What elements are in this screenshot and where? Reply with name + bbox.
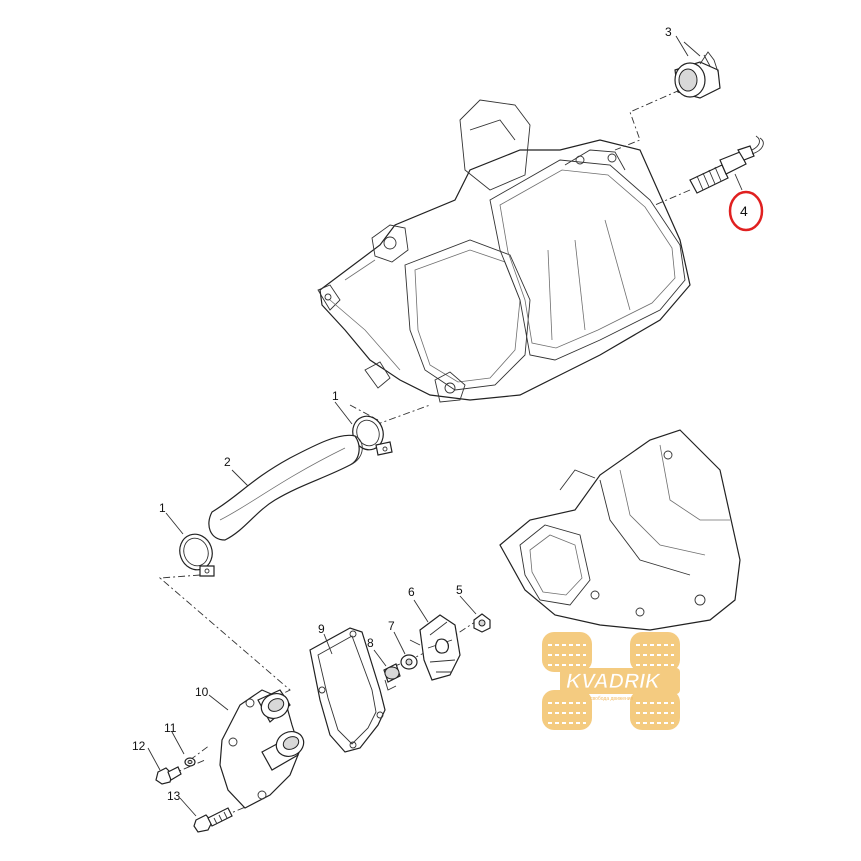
highlight-circle bbox=[728, 190, 764, 232]
label-part-13: 13 bbox=[167, 789, 181, 803]
watermark-logo: KVADRIK свобода движения bbox=[542, 632, 680, 730]
tire-bottom-left bbox=[542, 690, 592, 730]
highlighted-part-callout: 4 bbox=[728, 190, 764, 232]
tire-tread-icon bbox=[542, 632, 680, 730]
nut bbox=[473, 613, 491, 633]
small-washer bbox=[184, 757, 196, 767]
gasket bbox=[309, 627, 386, 753]
label-part-1-upper: 1 bbox=[332, 389, 339, 403]
mechanical-seal bbox=[383, 663, 401, 691]
label-part-6: 6 bbox=[408, 585, 415, 599]
label-part-10: 10 bbox=[195, 685, 209, 699]
logo-tagline-text: свобода движения bbox=[590, 696, 634, 702]
washer bbox=[400, 654, 418, 670]
tire-top-right bbox=[630, 632, 680, 672]
part-labels: 3 1 2 1 5 6 7 8 9 10 11 12 13 bbox=[132, 25, 672, 803]
flange-bolt bbox=[193, 807, 233, 833]
label-part-12: 12 bbox=[132, 739, 146, 753]
tire-top-left bbox=[542, 632, 592, 672]
label-part-5: 5 bbox=[456, 583, 463, 597]
label-part-11: 11 bbox=[164, 721, 177, 735]
label-part-1-lower: 1 bbox=[159, 501, 166, 515]
logo-banner bbox=[560, 668, 680, 694]
logo-brand-text: KVADRIK bbox=[566, 670, 662, 693]
thermostat-cap bbox=[674, 41, 721, 99]
label-part-4: 4 bbox=[740, 203, 748, 219]
label-part-3: 3 bbox=[665, 25, 672, 39]
label-part-2: 2 bbox=[224, 455, 231, 469]
temperature-sensor bbox=[689, 135, 764, 194]
label-part-7: 7 bbox=[388, 619, 395, 633]
label-part-8: 8 bbox=[367, 636, 374, 650]
water-pump-cover bbox=[219, 689, 305, 809]
impeller bbox=[409, 614, 461, 681]
drain-bolt bbox=[155, 766, 182, 785]
cylinder-head bbox=[317, 99, 691, 403]
tire-bottom-right bbox=[630, 690, 680, 730]
leader-lines bbox=[147, 35, 689, 817]
crankcase bbox=[499, 429, 741, 631]
coolant-hose bbox=[208, 434, 363, 541]
label-part-9: 9 bbox=[318, 622, 325, 636]
hose-clamp-lower bbox=[179, 533, 215, 577]
